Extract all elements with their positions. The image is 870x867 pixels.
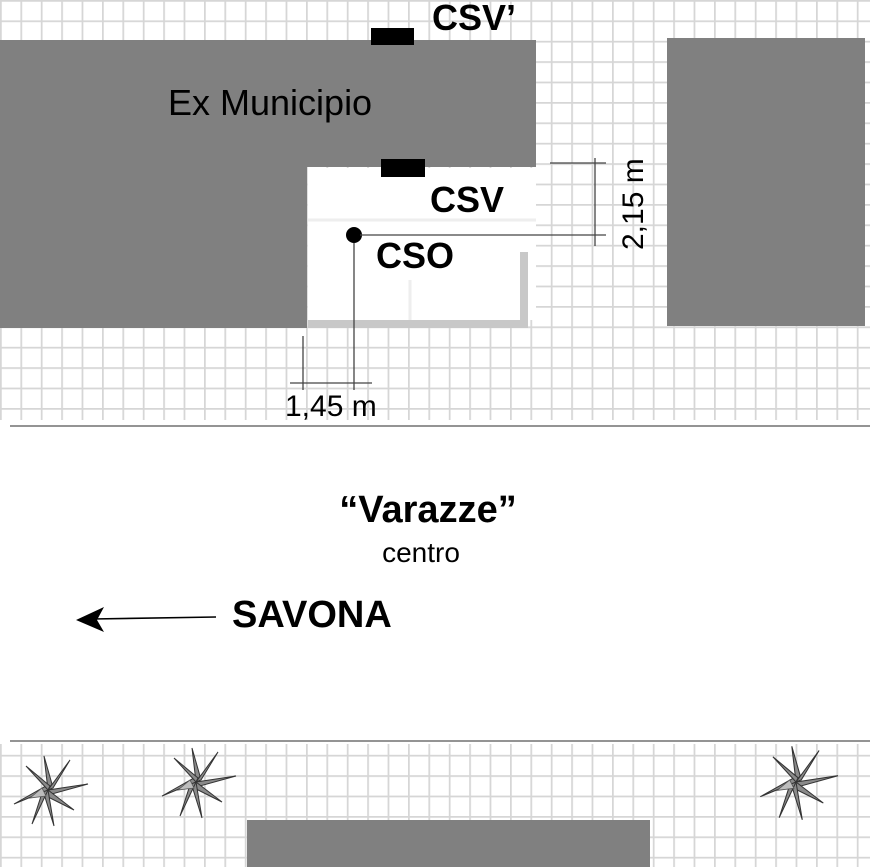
csv-marker	[381, 159, 425, 177]
building-ex-municipio	[0, 40, 536, 328]
direction-label: SAVONA	[232, 594, 392, 636]
dim-vertical-label: 2,15 m	[617, 158, 650, 250]
street-subtitle: centro	[382, 537, 460, 568]
arrow-left-icon	[76, 607, 217, 632]
courtyard	[308, 168, 536, 320]
csv-label: CSV	[430, 179, 504, 220]
courtyard-ledge	[308, 320, 528, 328]
csv-prime-marker	[371, 28, 414, 45]
building-right	[667, 38, 865, 326]
courtyard-ledge-side	[520, 252, 528, 328]
cso-marker	[346, 227, 362, 243]
cso-label: CSO	[376, 235, 454, 276]
street-name: “Varazze”	[339, 489, 516, 531]
building-bottom	[247, 820, 650, 867]
dim-horizontal-label: 1,45 m	[285, 390, 377, 423]
building-label: Ex Municipio	[168, 82, 372, 123]
csv-prime-label: CSV’	[432, 0, 516, 38]
